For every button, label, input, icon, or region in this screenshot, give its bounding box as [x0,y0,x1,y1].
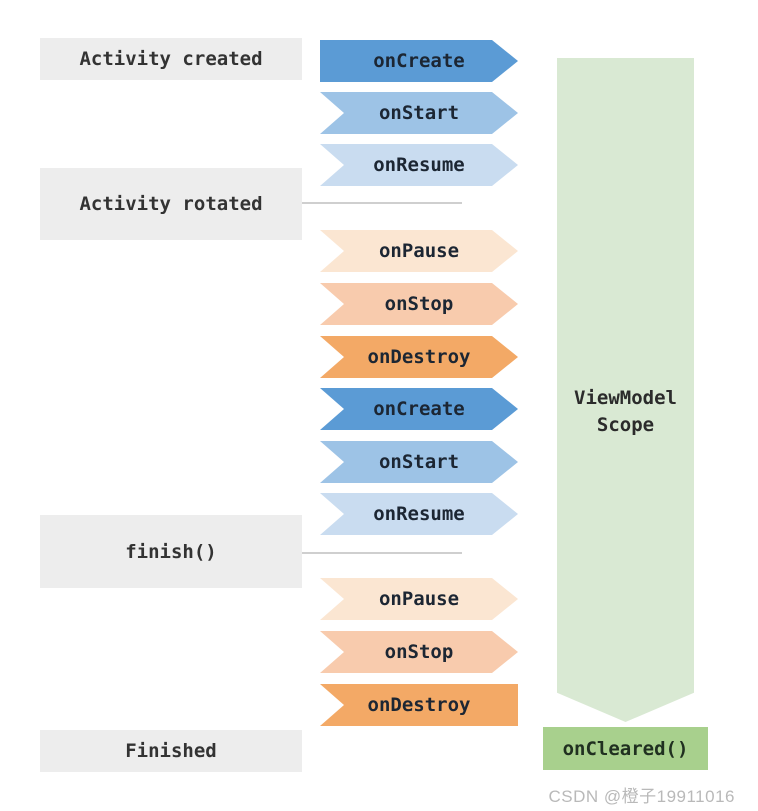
oncleared-label: onCleared() [562,737,689,760]
arrow-ondestroy-2-label: onDestroy [367,694,471,716]
arrow-oncreate-1-label: onCreate [373,50,465,72]
arrow-onpause-1-label: onPause [378,240,460,262]
arrow-onresume-1-label: onResume [373,154,465,176]
arrow-onstop-2-label: onStop [384,641,454,663]
stage-finished: Finished [40,730,302,772]
arrow-onresume-1: onResume [320,144,518,186]
stage-activity-created-label: Activity created [79,48,263,70]
arrow-onstop-1: onStop [320,283,518,325]
arrow-onstart-1-label: onStart [378,102,460,124]
arrow-onstart-1: onStart [320,92,518,134]
arrow-onresume-2: onResume [320,493,518,535]
viewmodel-scope-label: ViewModel Scope [574,387,677,436]
stage-activity-created: Activity created [40,38,302,80]
arrow-onstart-2: onStart [320,441,518,483]
arrow-oncreate-2-label: onCreate [373,398,465,420]
stage-finish-label: finish() [125,540,217,563]
arrow-onstart-2-label: onStart [378,451,460,473]
arrow-onresume-2-label: onResume [373,503,465,525]
oncleared-box: onCleared() [543,727,708,770]
arrow-onstop-1-label: onStop [384,293,454,315]
arrow-onpause-2: onPause [320,578,518,620]
stage-finished-label: Finished [125,740,217,762]
viewmodel-scope-arrow [557,58,694,722]
arrow-onpause-1: onPause [320,230,518,272]
arrow-onpause-2-label: onPause [378,588,460,610]
stage-finish: finish() [40,515,302,588]
connector-line-rotated [302,202,462,204]
arrow-oncreate-2: onCreate [320,388,518,430]
arrow-oncreate-1: onCreate [320,40,518,82]
arrow-ondestroy-1: onDestroy [320,336,518,378]
stage-activity-rotated: Activity rotated [40,168,302,240]
stage-activity-rotated-label: Activity rotated [79,193,263,215]
arrow-ondestroy-2: onDestroy [320,684,518,726]
csdn-watermark: CSDN @橙子19911016 [548,787,735,806]
arrow-onstop-2: onStop [320,631,518,673]
arrow-ondestroy-1-label: onDestroy [367,346,471,368]
connector-line-finish [302,552,462,554]
